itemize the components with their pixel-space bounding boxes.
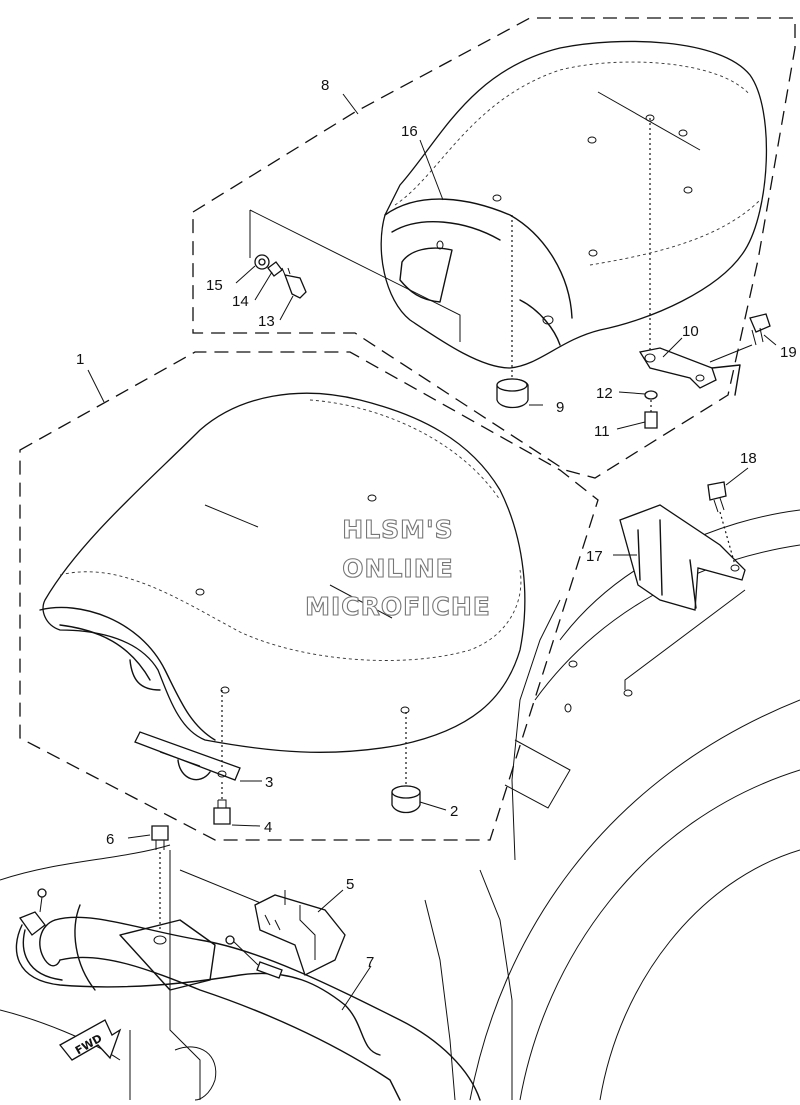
nut-14 bbox=[267, 261, 283, 277]
forward-direction-arrow: FWD bbox=[59, 1019, 122, 1061]
main-seat-group-outline bbox=[19, 351, 599, 841]
callout-18: 18 bbox=[740, 450, 757, 467]
callout-19: 19 bbox=[780, 344, 797, 361]
callout-labels: 1 2 3 4 5 6 7 8 9 10 11 12 13 14 15 16 1… bbox=[76, 77, 797, 971]
callout-1: 1 bbox=[76, 351, 84, 368]
callout-2: 2 bbox=[450, 803, 458, 820]
callout-13: 13 bbox=[258, 313, 275, 330]
bolt-4 bbox=[213, 799, 231, 825]
washer-12 bbox=[644, 390, 658, 400]
seat-lock-5 bbox=[254, 890, 346, 976]
callout-7: 7 bbox=[366, 954, 374, 971]
callout-3: 3 bbox=[265, 774, 273, 791]
bolt-18 bbox=[707, 481, 727, 513]
leader-lines bbox=[87, 93, 777, 1011]
callout-12: 12 bbox=[596, 385, 613, 402]
rider-seat bbox=[39, 392, 526, 753]
callout-11: 11 bbox=[594, 423, 610, 440]
callout-17: 17 bbox=[586, 548, 603, 565]
bolt-6 bbox=[151, 825, 169, 850]
callout-5: 5 bbox=[346, 876, 354, 893]
washer-15 bbox=[254, 254, 270, 270]
bracket-17 bbox=[619, 504, 746, 611]
callout-8: 8 bbox=[321, 77, 329, 94]
bolt-19 bbox=[749, 313, 771, 346]
callout-10: 10 bbox=[682, 323, 699, 340]
watermark-line-2: ONLINE bbox=[342, 554, 453, 583]
watermark-line-3: MICROFICHE bbox=[305, 592, 491, 621]
bracket-10 bbox=[638, 347, 741, 396]
callout-6: 6 bbox=[106, 831, 114, 848]
callout-14: 14 bbox=[232, 293, 249, 310]
damper-9 bbox=[496, 378, 529, 409]
callout-4: 4 bbox=[264, 819, 272, 836]
damper-2 bbox=[391, 785, 421, 814]
watermark: HLSM'S ONLINE MICROFICHE bbox=[305, 514, 491, 621]
frame-background bbox=[424, 509, 800, 1101]
seat-lock-cable-7 bbox=[15, 888, 381, 1056]
lower-frame bbox=[0, 844, 481, 1101]
callout-16: 16 bbox=[401, 123, 418, 140]
bolt-11 bbox=[644, 411, 658, 429]
callout-9: 9 bbox=[556, 399, 564, 416]
plate-3 bbox=[134, 731, 241, 781]
rear-seat bbox=[380, 40, 768, 369]
rear-bolt-inset-line bbox=[249, 209, 461, 342]
bolt-13 bbox=[281, 267, 307, 299]
watermark-line-1: HLSM'S bbox=[342, 515, 453, 544]
rear-seat-group-outline bbox=[192, 17, 796, 479]
callout-15: 15 bbox=[206, 277, 223, 294]
